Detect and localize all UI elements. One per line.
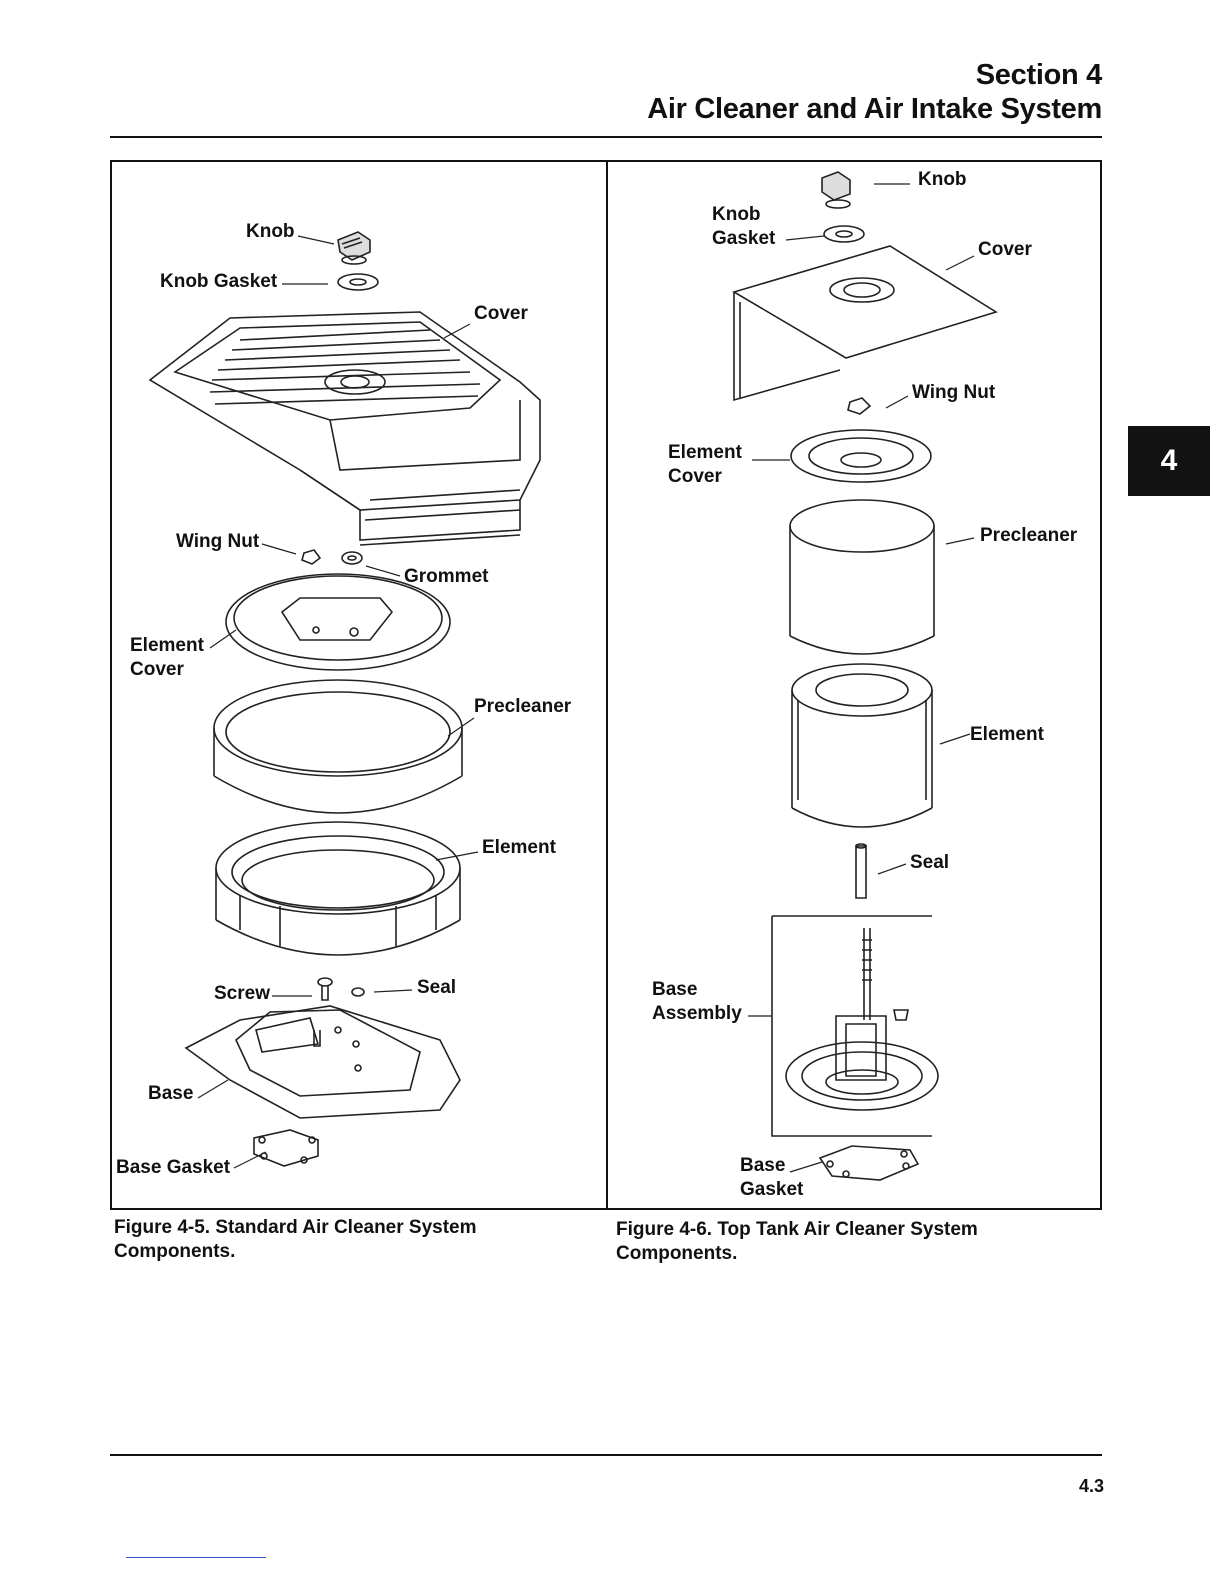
right-leader-lines [748,183,975,1173]
left-knob-gasket-drawing [337,273,379,291]
section-number: Section 4 [975,59,1103,91]
label-knob-gasket: Knob Gasket [160,271,278,292]
page-number: 4.3 [1078,1476,1104,1496]
label-wing-nut: Wing Nut [176,531,260,552]
right-cover-drawing [732,245,998,402]
figure-4-6-caption: Figure 4-6. Top Tank Air Cleaner System … [616,1218,1036,1266]
right-precleaner-drawing [789,499,935,655]
figure-4-5-caption: Figure 4-5. Standard Air Cleaner System … [114,1216,534,1264]
label-element: Element [970,724,1044,745]
right-seal-drawing [855,843,867,899]
right-knob-drawing [821,171,851,209]
left-element-cover-drawing [225,573,451,671]
label-element-cover-line1: Element [668,442,742,463]
left-knob-drawing [337,231,371,265]
right-element-cover-drawing [790,429,932,483]
label-knob-gasket-line1: Knob [712,204,761,225]
label-wing-nut: Wing Nut [912,382,996,403]
label-screw: Screw [214,983,270,1004]
footer-rule [110,1454,1102,1456]
left-precleaner-drawing [213,679,463,814]
label-element-cover-line2: Cover [668,466,722,487]
right-base-gasket-drawing [818,1145,920,1181]
label-element-cover-line1: Element [130,635,204,656]
label-base-gasket-line1: Base [740,1155,786,1176]
header-rule [110,136,1102,138]
label-base-assembly-line1: Base [652,979,698,1000]
label-element: Element [482,837,556,858]
caption-line: Components. [114,1241,236,1262]
left-wing-nut-grommet-drawing [301,549,363,565]
label-base-gasket-line2: Gasket [740,1179,804,1200]
label-seal: Seal [910,852,950,873]
figure-divider [606,160,608,1210]
label-seal: Seal [417,977,457,998]
label-precleaner: Precleaner [980,525,1078,546]
caption-line: Components. [616,1243,738,1264]
section-tab: 4 [1128,426,1210,496]
left-leader-lines [197,235,479,1169]
left-cover-drawing [148,311,541,546]
section-title: Air Cleaner and Air Intake System [647,93,1102,125]
caption-line: Figure 4-5. Standard Air Cleaner System [114,1217,477,1238]
label-element-cover-line2: Cover [130,659,184,680]
right-base-assembly-drawing [771,915,939,1137]
right-knob-gasket-drawing [823,225,865,243]
section-heading: Section 4 Air Cleaner and Air Intake Sys… [647,58,1102,126]
label-base-assembly-line2: Assembly [652,1003,742,1024]
label-knob: Knob [246,221,295,242]
label-knob-gasket-line2: Gasket [712,228,776,249]
label-grommet: Grommet [404,566,489,587]
left-base-gasket-drawing [253,1129,319,1167]
left-screw-seal-drawing [317,977,365,1001]
label-cover: Cover [474,303,528,324]
right-wing-nut-drawing [847,397,872,415]
right-element-drawing [791,663,933,828]
label-knob: Knob [918,169,967,190]
footer-underline [126,1557,266,1558]
left-element-drawing [215,821,461,956]
left-base-drawing [184,1005,461,1119]
label-base-gasket: Base Gasket [116,1157,231,1178]
caption-line: Figure 4-6. Top Tank Air Cleaner System [616,1219,978,1240]
label-precleaner: Precleaner [474,696,572,717]
label-cover: Cover [978,239,1032,260]
label-base: Base [148,1083,194,1104]
